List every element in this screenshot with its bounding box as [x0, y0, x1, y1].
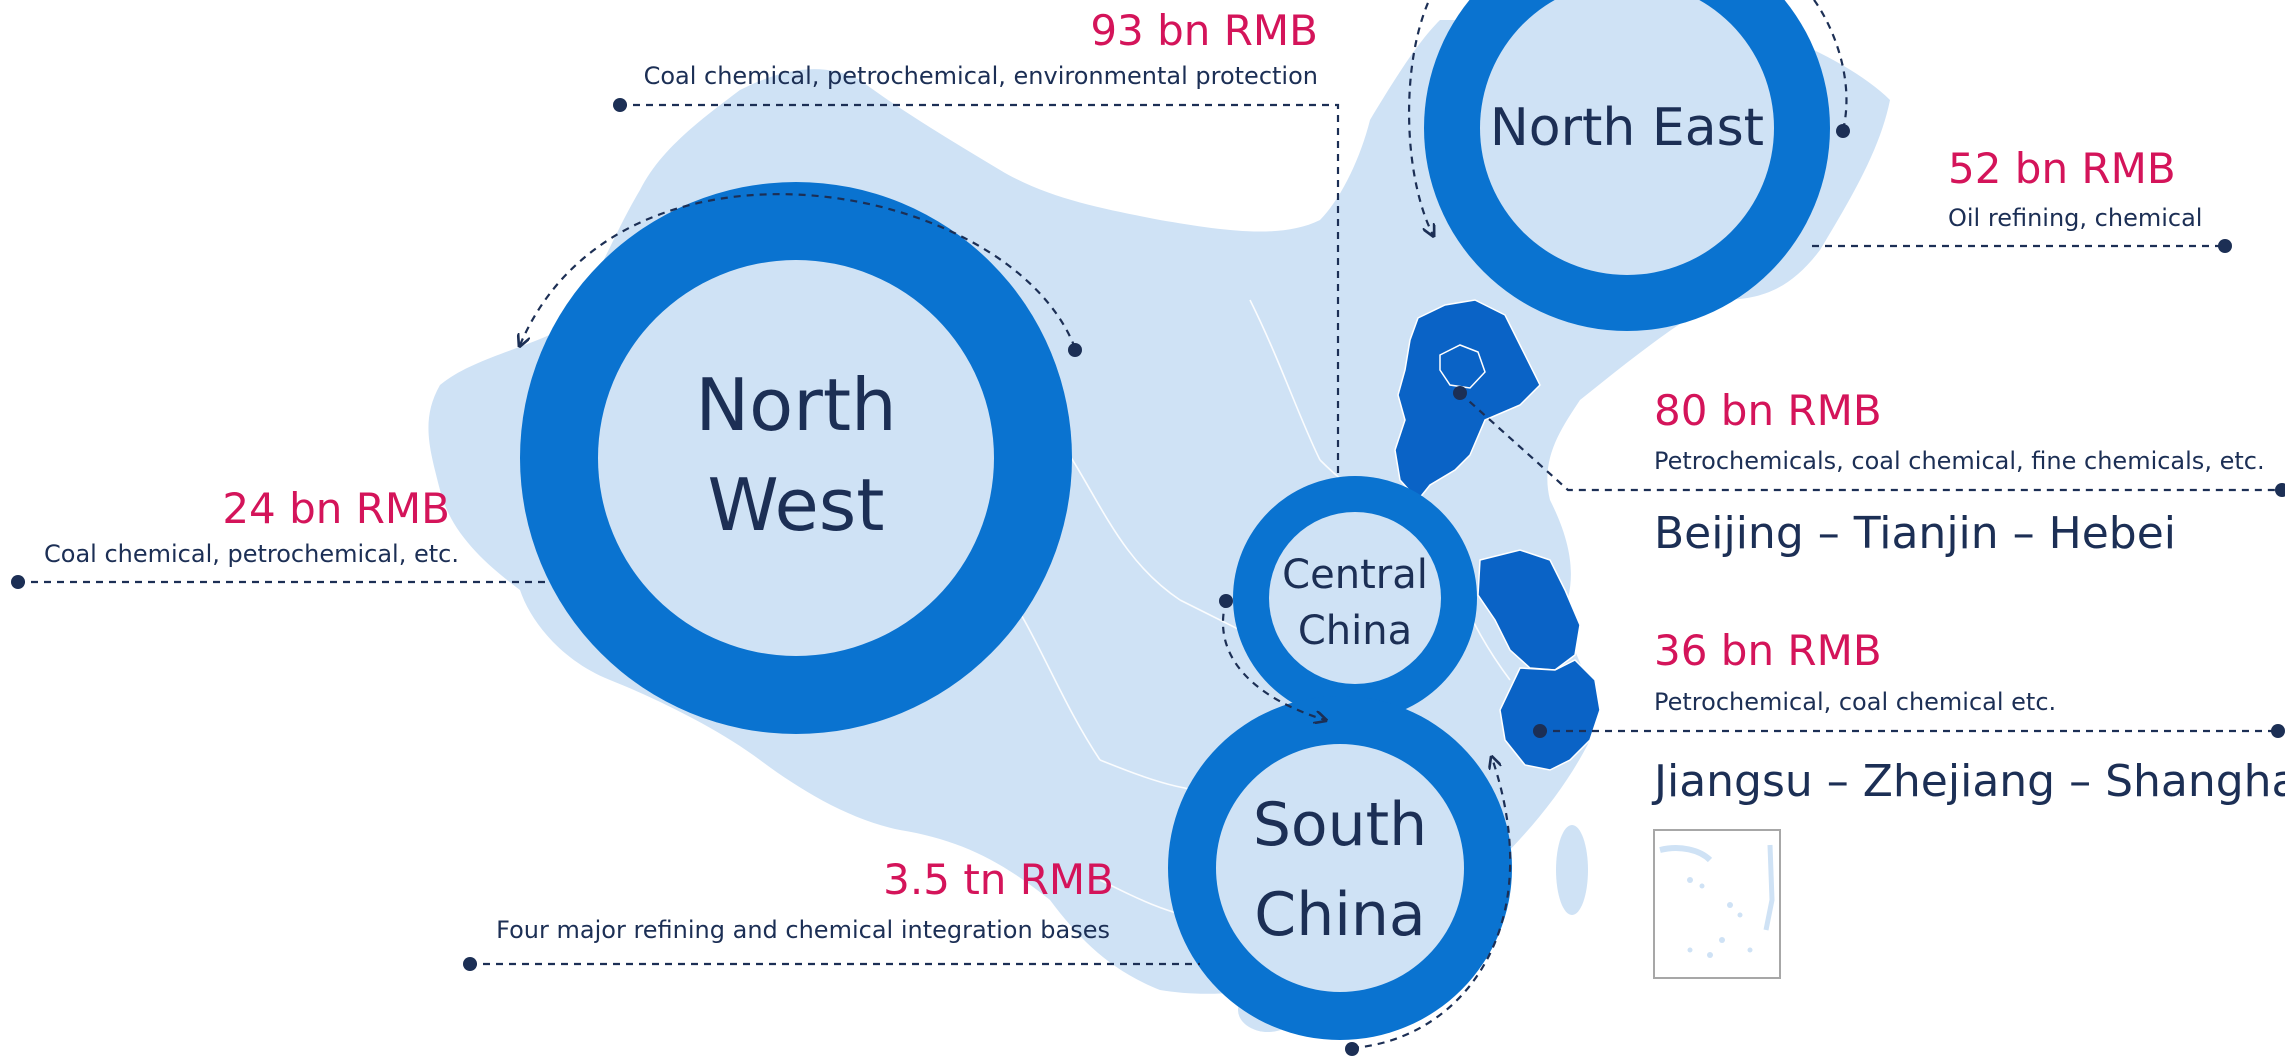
zhejiang-region: [1499, 659, 1601, 771]
dot-marker-icon: [1219, 594, 1233, 608]
cluster-name-yangtze: Jiangsu – Zhejiang – Shanghai: [1654, 756, 2285, 807]
amount-northwest-left: 24 bn RMB: [222, 484, 450, 533]
description-northwest-top: Coal chemical, petrochemical, environmen…: [643, 62, 1318, 90]
central-china-arrow-icon: [1221, 600, 1325, 720]
region-name-north-west-2: West: [707, 463, 884, 547]
beijing-outline: [1439, 344, 1486, 389]
dot-marker-icon: [2271, 724, 2285, 738]
amount-northwest-top: 93 bn RMB: [1090, 6, 1318, 55]
taiwan-shape: [1556, 825, 1588, 915]
north-east-arrow-icon: [1407, 0, 1848, 235]
dot-marker-icon: [1453, 386, 1467, 400]
dot-marker-icon: [613, 98, 627, 112]
description-yangtze: Petrochemical, coal chemical etc.: [1654, 688, 2057, 716]
amount-south: 3.5 tn RMB: [883, 855, 1114, 904]
description-northwest-left: Coal chemical, petrochemical, etc.: [44, 540, 459, 568]
dot-marker-icon: [1533, 724, 1547, 738]
description-northeast: Oil refining, chemical: [1948, 204, 2203, 232]
dot-marker-icon: [1836, 124, 1850, 138]
amount-yangtze: 36 bn RMB: [1654, 626, 1882, 675]
south-china-ring: [1168, 696, 1512, 1040]
leader-line-jingjinji: [1459, 392, 2282, 492]
dot-marker-icon: [1068, 343, 1082, 357]
dot-marker-icon: [11, 575, 25, 589]
region-name-south-1: South: [1253, 790, 1427, 860]
south-china-sea-inset-map: [1653, 829, 1781, 979]
region-name-north-west-1: North: [695, 363, 896, 447]
jiangsu-shanghai-region: [1477, 549, 1581, 671]
dot-marker-icon: [1345, 1042, 1359, 1056]
central-china-ring: [1233, 476, 1477, 720]
description-jingjinji: Petrochemicals, coal chemical, fine chem…: [1654, 447, 2265, 475]
north-west-ring: [520, 182, 1072, 734]
cluster-name-jingjinji: Beijing – Tianjin – Hebei: [1654, 508, 2177, 559]
dot-marker-icon: [2218, 239, 2232, 253]
region-name-central-1: Central: [1282, 552, 1428, 598]
region-name-central-2: China: [1298, 608, 1412, 654]
region-name-north-east: North East: [1490, 98, 1764, 158]
amount-jingjinji: 80 bn RMB: [1654, 386, 1882, 435]
south-china-arrow-icon: [1351, 758, 1512, 1050]
leader-line-northwest-top: [620, 103, 1340, 478]
region-name-south-2: China: [1254, 880, 1425, 950]
dot-marker-icon: [463, 957, 477, 971]
dot-marker-icon: [2275, 483, 2285, 497]
jingjinji-region: [1394, 299, 1541, 502]
north-east-ring: [1424, 0, 1830, 331]
amount-northeast: 52 bn RMB: [1948, 144, 2176, 193]
description-south: Four major refining and chemical integra…: [496, 916, 1110, 944]
north-west-arrow-icon: [520, 193, 1077, 348]
